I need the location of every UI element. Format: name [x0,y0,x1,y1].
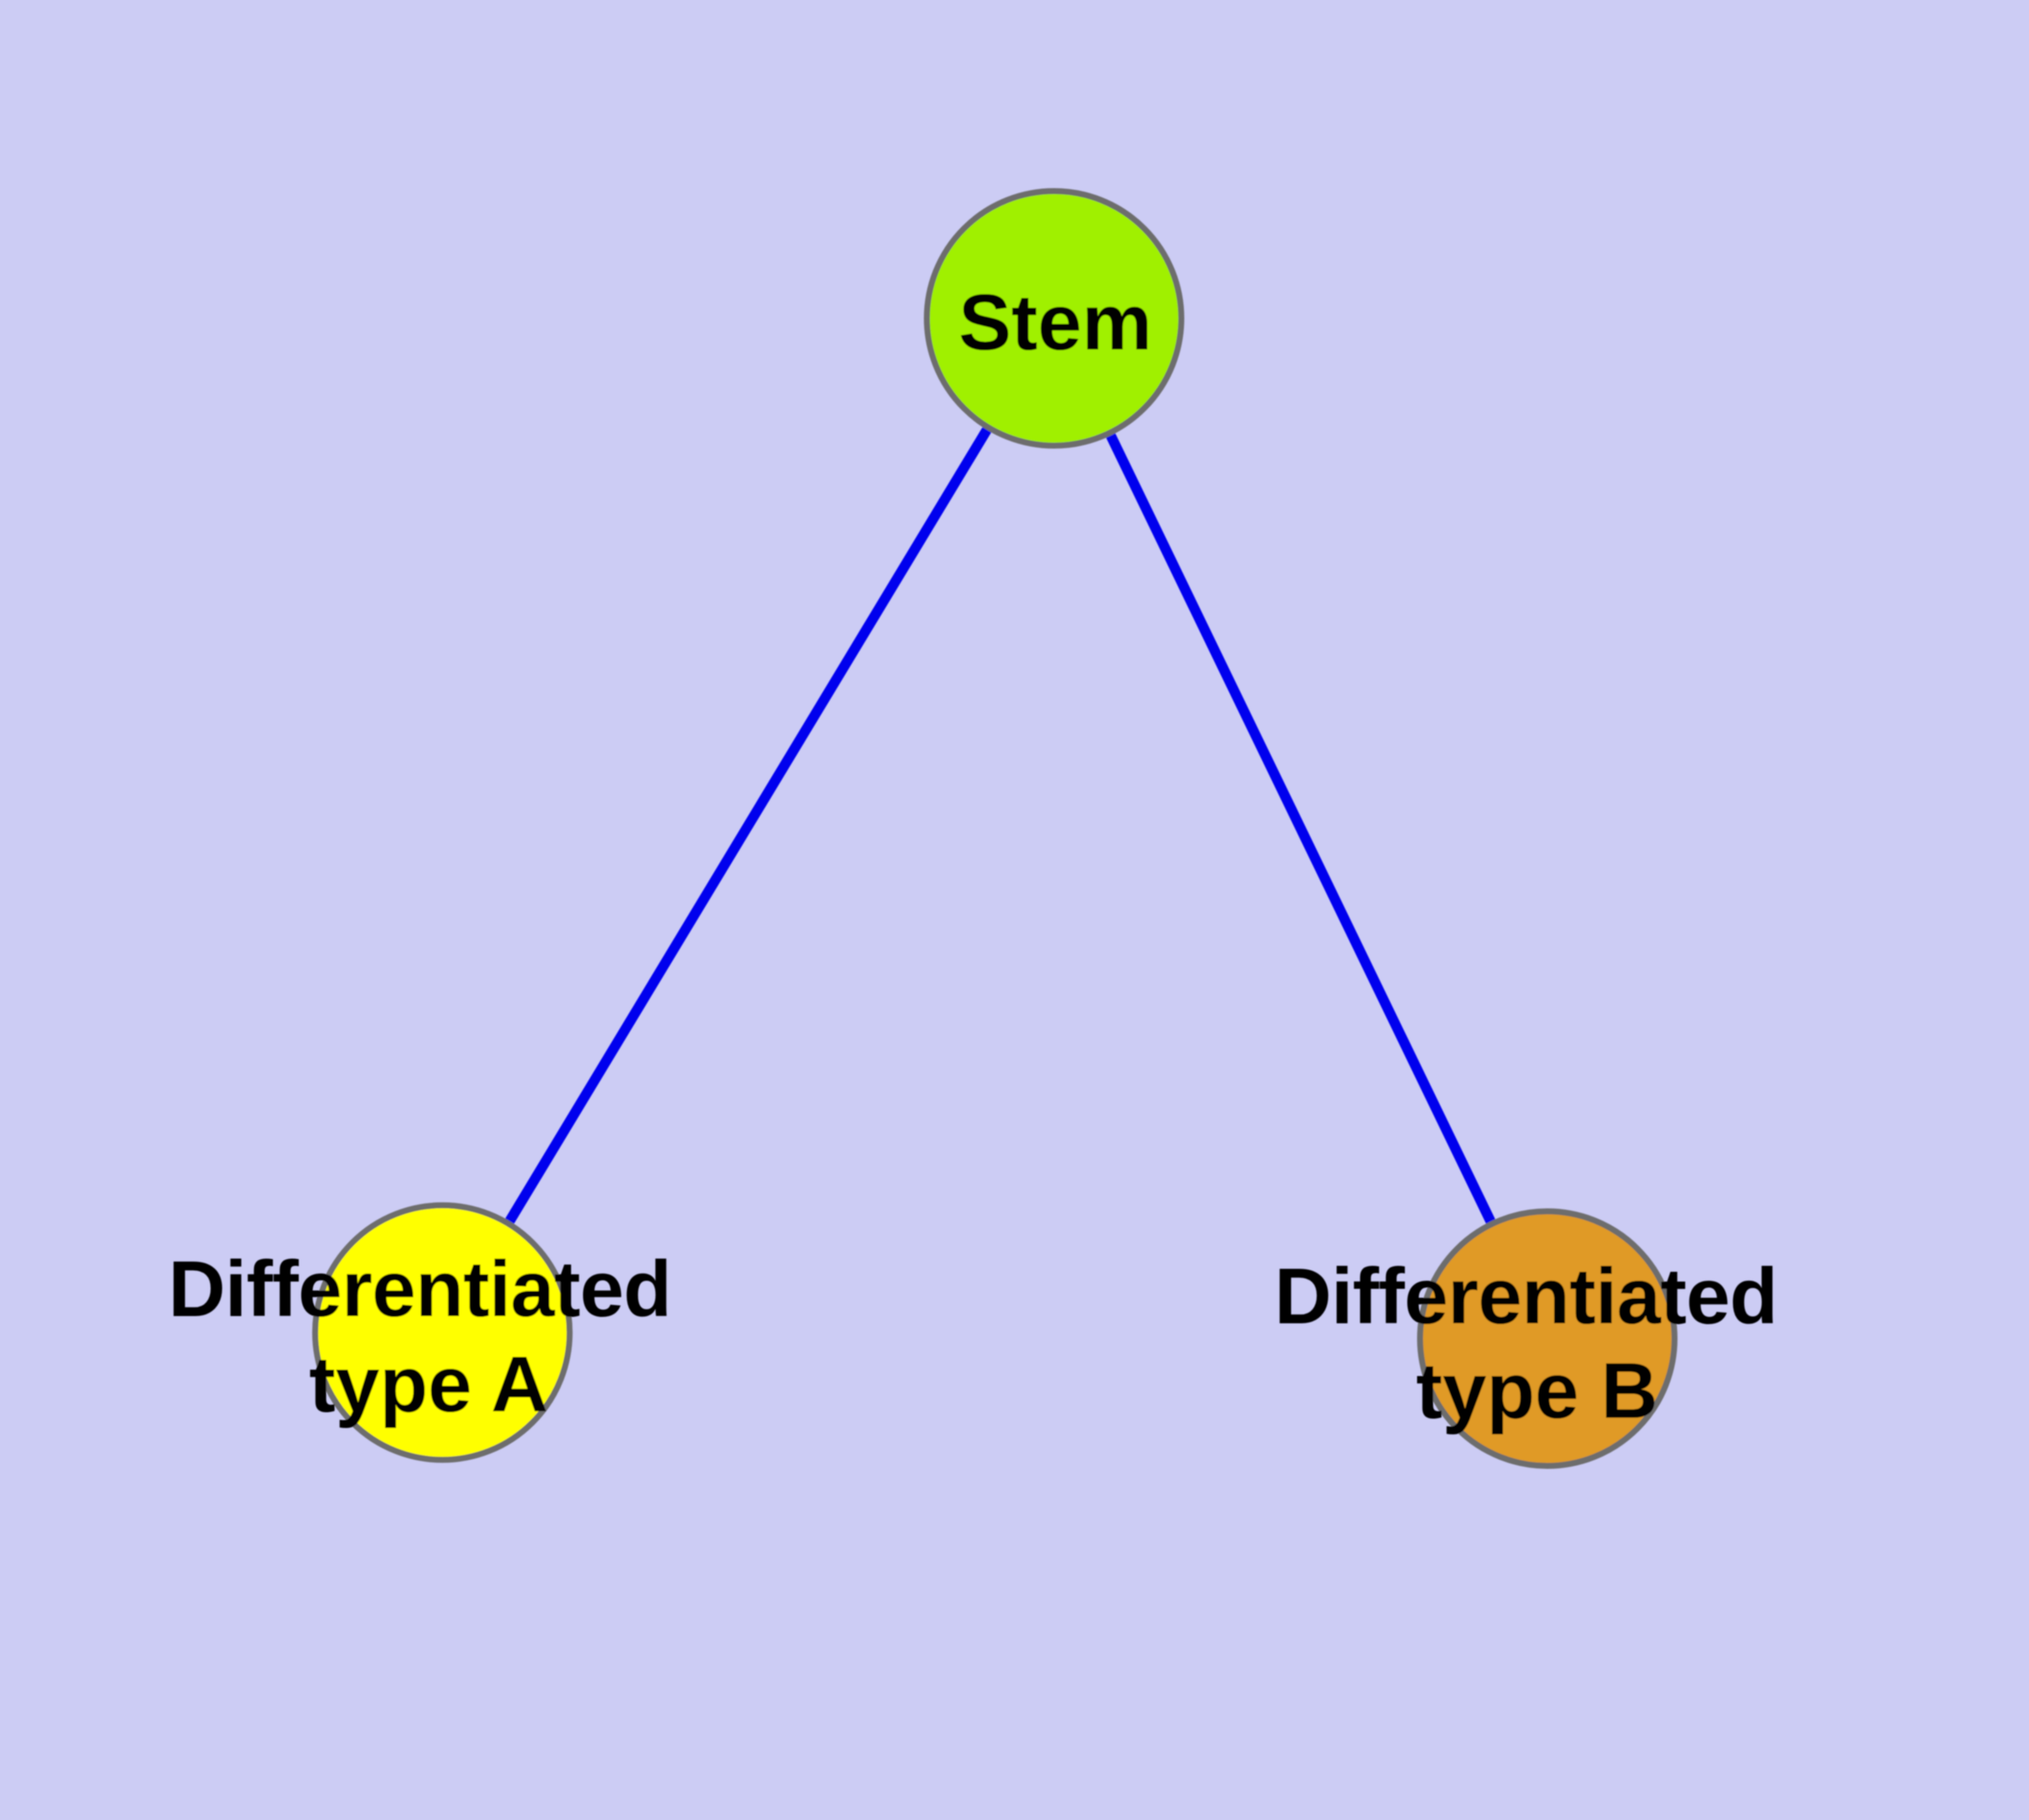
svg-text:type B: type B [1416,1347,1658,1435]
svg-text:type A: type A [309,1340,548,1428]
svg-text:Stem: Stem [958,278,1152,367]
svg-text:Differentiated: Differentiated [1274,1252,1777,1341]
svg-text:Differentiated: Differentiated [169,1245,672,1333]
